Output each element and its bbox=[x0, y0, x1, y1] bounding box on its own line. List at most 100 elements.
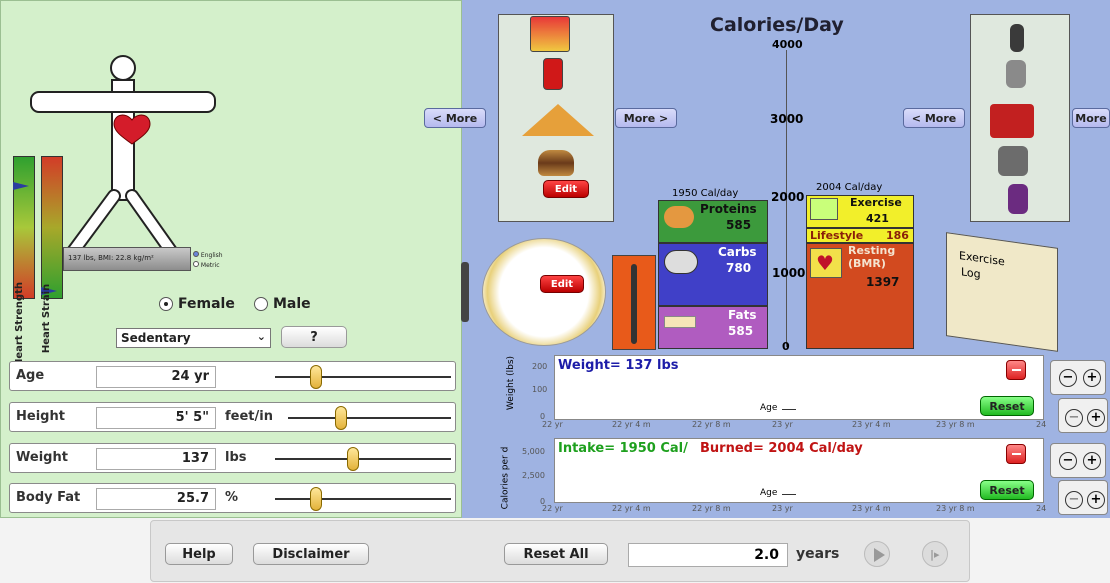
weight-graph bbox=[554, 355, 1044, 420]
weight-slider-track[interactable] bbox=[275, 458, 451, 460]
food-pizza-icon[interactable] bbox=[522, 104, 594, 136]
calorie-horizontal-zoom[interactable]: − + bbox=[1058, 480, 1108, 515]
weight-reset-button[interactable]: Reset bbox=[980, 396, 1034, 416]
bodyfat-unit: % bbox=[225, 490, 239, 505]
food-burger-icon[interactable] bbox=[538, 150, 574, 176]
food-next-button[interactable]: More > bbox=[615, 108, 677, 128]
calorie-xtick: 23 yr bbox=[772, 504, 793, 513]
exercise-skating-icon[interactable] bbox=[1008, 184, 1028, 214]
age-slider-handle[interactable] bbox=[310, 365, 322, 389]
height-slider-track[interactable] bbox=[288, 417, 451, 419]
weight-xtick: 23 yr 4 m bbox=[852, 420, 891, 429]
weight-graph-xlabel: Age bbox=[760, 403, 778, 413]
calorie-graph-burned: Burned= 2004 Cal/day bbox=[700, 441, 863, 456]
weight-graph-title: Weight= 137 lbs bbox=[558, 358, 679, 373]
exercise-gardening-icon[interactable] bbox=[998, 146, 1028, 176]
zoom-in-icon[interactable]: + bbox=[1083, 452, 1101, 470]
play-icon bbox=[874, 548, 885, 562]
disclaimer-button[interactable]: Disclaimer bbox=[253, 543, 369, 565]
zoom-out-icon[interactable]: − bbox=[1065, 409, 1083, 427]
weight-ytick: 100 bbox=[532, 385, 548, 394]
food-cereal-icon[interactable] bbox=[530, 16, 570, 52]
height-input[interactable]: 5' 5" bbox=[96, 407, 216, 429]
food-prev-button[interactable]: < More bbox=[424, 108, 486, 128]
exercise-label: Exercise bbox=[850, 196, 902, 209]
play-button[interactable] bbox=[864, 541, 890, 567]
calorie-minimize-button[interactable] bbox=[1006, 444, 1026, 464]
calorie-axis-line bbox=[786, 50, 787, 347]
calorie-reset-button[interactable]: Reset bbox=[980, 480, 1034, 500]
strain-pointer-icon bbox=[41, 287, 57, 295]
age-input[interactable]: 24 yr bbox=[96, 366, 216, 388]
unit-radio-metric[interactable]: Metric bbox=[193, 261, 220, 269]
weight-label: Weight bbox=[16, 450, 68, 465]
exercise-running-icon[interactable] bbox=[1006, 60, 1026, 88]
lifestyle-label: Lifestyle bbox=[810, 229, 864, 242]
zoom-out-icon[interactable]: − bbox=[1059, 452, 1077, 470]
heart-icon bbox=[113, 114, 151, 145]
duration-input[interactable]: 2.0 bbox=[628, 543, 788, 567]
weight-ytick: 200 bbox=[532, 362, 548, 371]
height-label: Height bbox=[16, 409, 65, 424]
weight-vertical-zoom[interactable]: − + bbox=[1050, 360, 1106, 395]
calorie-graph-ylabel: Calories per d bbox=[500, 446, 511, 510]
plate-edit-button[interactable]: Edit bbox=[540, 275, 584, 293]
weight-ytick: 0 bbox=[540, 412, 546, 421]
help-button[interactable]: Help bbox=[165, 543, 233, 565]
arrow-right-icon bbox=[782, 409, 796, 410]
carbs-value: 780 bbox=[726, 261, 752, 275]
age-slider-track[interactable] bbox=[275, 376, 451, 378]
strength-pointer-icon bbox=[13, 182, 29, 190]
weight-horizontal-zoom[interactable]: − + bbox=[1058, 398, 1108, 433]
field-row-bodyfat: Body Fat 25.7 % bbox=[9, 483, 456, 513]
exercise-walking-icon[interactable] bbox=[1010, 24, 1024, 52]
age-label: Age bbox=[16, 368, 45, 383]
calorie-vertical-zoom[interactable]: − + bbox=[1050, 443, 1106, 478]
reset-all-button[interactable]: Reset All bbox=[504, 543, 608, 565]
exercise-prev-button[interactable]: < More bbox=[903, 108, 965, 128]
weight-unit: lbs bbox=[225, 450, 247, 465]
arrow-right-icon bbox=[782, 494, 796, 495]
food-soda-icon[interactable] bbox=[543, 58, 563, 90]
height-unit: feet/in bbox=[225, 409, 273, 424]
height-slider-handle[interactable] bbox=[335, 406, 347, 430]
axis-label-4000: 4000 bbox=[772, 38, 803, 51]
zoom-out-icon[interactable]: − bbox=[1059, 369, 1077, 387]
exercise-log-subtitle: Log bbox=[961, 265, 981, 282]
fats-value: 585 bbox=[728, 324, 754, 338]
calorie-xtick: 22 yr 8 m bbox=[692, 504, 731, 513]
activity-select[interactable]: Sedentary ⌄ bbox=[116, 328, 271, 348]
proteins-value: 585 bbox=[726, 218, 752, 232]
exercise-next-button[interactable]: More bbox=[1072, 108, 1110, 128]
zoom-out-icon[interactable]: − bbox=[1065, 491, 1083, 509]
exercise-mowing-icon[interactable] bbox=[990, 104, 1034, 138]
field-row-age: Age 24 yr bbox=[9, 361, 456, 391]
gender-male-radio[interactable]: Male bbox=[254, 296, 311, 312]
weight-slider-handle[interactable] bbox=[347, 447, 359, 471]
bodyfat-slider-track[interactable] bbox=[275, 498, 451, 500]
food-edit-button[interactable]: Edit bbox=[543, 180, 589, 198]
weight-xtick: 22 yr bbox=[542, 420, 563, 429]
resting-heart-icon: ♥ bbox=[810, 248, 842, 278]
unit-radio-english[interactable]: English bbox=[193, 251, 223, 259]
step-button[interactable]: |▸ bbox=[922, 541, 948, 567]
zoom-in-icon[interactable]: + bbox=[1087, 491, 1105, 509]
radio-selected-icon bbox=[159, 297, 173, 311]
gender-female-radio[interactable]: Female bbox=[159, 296, 235, 312]
body-panel: 137 lbs, BMI: 22.8 kg/m² English Metric … bbox=[0, 0, 462, 518]
radio-icon bbox=[254, 297, 268, 311]
fork-icon bbox=[461, 262, 469, 322]
fats-label: Fats bbox=[728, 308, 757, 322]
exercise-log-book[interactable]: Exercise Log bbox=[946, 232, 1058, 352]
zoom-in-icon[interactable]: + bbox=[1087, 409, 1105, 427]
calorie-xtick: 22 yr 4 m bbox=[612, 504, 651, 513]
zoom-in-icon[interactable]: + bbox=[1083, 369, 1101, 387]
activity-help-button[interactable]: ? bbox=[281, 326, 347, 348]
weight-minimize-button[interactable] bbox=[1006, 360, 1026, 380]
weight-input[interactable]: 137 bbox=[96, 448, 216, 470]
bike-icon bbox=[810, 198, 838, 220]
bodyfat-slider-handle[interactable] bbox=[310, 487, 322, 511]
bodyfat-input[interactable]: 25.7 bbox=[96, 488, 216, 510]
calorie-graph bbox=[554, 438, 1044, 503]
